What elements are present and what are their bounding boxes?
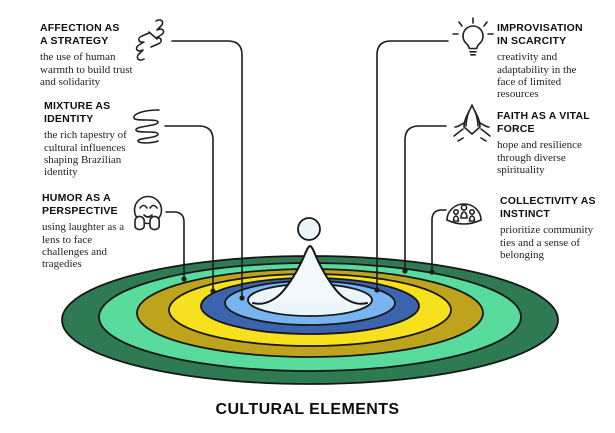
mixture-description: the rich tapestry of cultural influences… bbox=[44, 129, 127, 179]
praying-hands-icon bbox=[453, 104, 491, 142]
mixture-heading: MIXTURE AS IDENTITY bbox=[44, 100, 111, 125]
connector-collectivity bbox=[431, 209, 447, 273]
improvisation-heading: IMPROVISATION IN SCARCITY bbox=[497, 22, 583, 47]
clasped-hands-icon bbox=[135, 19, 165, 61]
collectivity-description: prioritize community ties and a sense of… bbox=[500, 224, 594, 261]
collectivity-heading: COLLECTIVITY AS INSTINCT bbox=[500, 195, 596, 220]
water-droplet bbox=[297, 217, 321, 241]
humor-heading: HUMOR AS A PERSPECTIVE bbox=[42, 192, 118, 217]
label-collectivity: COLLECTIVITY AS INSTINCT prioritize comm… bbox=[500, 195, 597, 261]
affection-heading: AFFECTION AS A STRATEGY bbox=[40, 22, 120, 47]
community-dome-icon bbox=[446, 203, 482, 225]
label-humor: HUMOR AS A PERSPECTIVE using laughter as… bbox=[42, 192, 140, 270]
label-faith: FAITH AS A VITAL FORCE hope and resilien… bbox=[497, 110, 599, 176]
faith-heading: FAITH AS A VITAL FORCE bbox=[497, 110, 590, 135]
giggling-face-icon bbox=[133, 195, 163, 231]
connector-endpoints bbox=[181, 268, 435, 301]
splash-peak bbox=[252, 244, 368, 305]
label-mixture: MIXTURE AS IDENTITY the rich tapestry of… bbox=[44, 100, 143, 178]
connector-humor bbox=[165, 211, 185, 280]
connector-lines bbox=[164, 40, 449, 299]
humor-description: using laughter as a lens to face challen… bbox=[42, 221, 125, 271]
connector-improvisation bbox=[376, 40, 449, 291]
faith-description: hope and resilience through diverse spir… bbox=[497, 139, 582, 176]
improvisation-description: creativity and adaptability in the face … bbox=[497, 51, 577, 101]
diagram-title: CULTURAL ELEMENTS bbox=[215, 401, 400, 418]
connector-mixture bbox=[164, 125, 214, 292]
label-affection: AFFECTION AS A STRATEGY the use of human… bbox=[40, 22, 142, 88]
affection-description: the use of human warmth to build trust a… bbox=[40, 51, 133, 88]
connector-faith bbox=[404, 125, 447, 272]
ripple-rings bbox=[61, 255, 559, 385]
connector-affection bbox=[171, 40, 243, 299]
lightbulb-icon bbox=[452, 17, 494, 56]
coil-icon bbox=[133, 109, 160, 144]
label-improvisation: IMPROVISATION IN SCARCITY creativity and… bbox=[497, 22, 595, 100]
